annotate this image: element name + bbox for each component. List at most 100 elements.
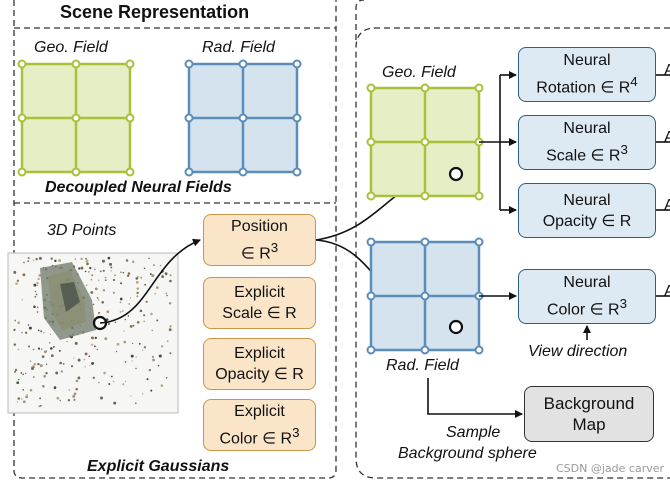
point-cloud-dot <box>39 364 43 368</box>
point-cloud-dot <box>109 262 112 266</box>
neural-color-box: Neural Color ∈ R3 <box>518 269 656 324</box>
point-cloud-dot <box>73 392 77 396</box>
point-cloud-dot <box>121 310 124 312</box>
neural-scale-line1: Neural <box>563 120 611 138</box>
point-cloud-dot <box>148 369 151 372</box>
explicit-opacity-box: Explicit Opacity ∈ R <box>203 338 316 390</box>
point-cloud-dot <box>130 354 134 358</box>
point-cloud-dot <box>113 401 117 405</box>
point-cloud-dot <box>151 355 154 358</box>
point-cloud-dot <box>98 381 100 384</box>
point-cloud-dot <box>78 267 81 270</box>
point-cloud-dot <box>131 360 133 362</box>
point-cloud-dot <box>73 357 75 359</box>
truncated-a-4: A <box>664 283 670 300</box>
point-cloud-dot <box>135 280 139 284</box>
point-cloud-dot <box>55 371 59 375</box>
view-direction-label: View direction <box>528 343 628 360</box>
point-cloud-dot <box>156 319 159 322</box>
point-cloud-dot <box>90 291 94 294</box>
explicit-opacity-line1: Explicit <box>234 345 285 362</box>
point-cloud-dot <box>166 294 168 297</box>
point-cloud-dot <box>156 286 159 289</box>
point-cloud-dot <box>26 393 28 396</box>
position-box: Position ∈ R3 <box>203 214 316 266</box>
background-map-box: Background Map <box>524 386 654 442</box>
point-cloud-dot <box>52 345 55 348</box>
point-cloud-dot <box>27 260 30 262</box>
point-cloud-dot <box>91 274 94 277</box>
point-cloud-dot <box>85 257 87 260</box>
point-cloud-dot <box>151 274 155 278</box>
sample-label: Sample <box>446 424 501 441</box>
point-cloud-dot <box>84 352 88 356</box>
point-cloud-dot <box>168 301 172 305</box>
point-cloud-dot <box>22 389 25 391</box>
background-map-line2: Map <box>572 415 606 434</box>
left-rad-field-grid <box>184 59 302 177</box>
point-cloud-dot <box>33 363 36 366</box>
point-cloud-dot <box>20 372 23 374</box>
point-cloud-dot <box>88 355 91 358</box>
point-cloud-dot <box>84 270 87 273</box>
point-cloud-dot <box>17 321 21 325</box>
point-cloud-dot <box>92 376 95 379</box>
neural-opacity-line2: Opacity ∈ R <box>542 212 632 230</box>
point-cloud-dot <box>16 381 19 384</box>
point-cloud-dot <box>94 345 96 348</box>
point-cloud-dot <box>36 306 39 308</box>
point-cloud-dot <box>28 326 32 330</box>
point-cloud-dot <box>96 348 98 351</box>
point-cloud-dot <box>14 370 17 373</box>
point-cloud-dot <box>169 279 172 283</box>
point-cloud-dot <box>134 402 137 405</box>
point-cloud-dot <box>77 376 81 380</box>
decoupled-neural-fields-label: Decoupled Neural Fields <box>45 179 232 196</box>
point-cloud-dot <box>90 278 93 281</box>
point-cloud-dot <box>21 398 23 400</box>
right-geo-field-label: Geo. Field <box>382 64 456 81</box>
point-cloud-dot <box>124 318 127 321</box>
point-cloud-dot <box>22 273 26 277</box>
point-cloud-dot <box>132 324 135 327</box>
point-cloud-dot <box>59 361 62 365</box>
point-cloud-dot <box>165 292 167 294</box>
point-cloud-dot <box>126 274 130 277</box>
point-cloud-dot <box>100 396 103 400</box>
point-cloud-dot <box>96 297 99 299</box>
point-cloud-dot <box>22 400 26 404</box>
point-cloud-dot <box>104 337 108 340</box>
point-cloud-dot <box>124 361 127 363</box>
point-cloud-dot <box>13 343 16 346</box>
point-cloud-dot <box>104 276 107 279</box>
point-cloud-dot <box>125 259 129 262</box>
point-cloud-dot <box>136 287 139 290</box>
point-cloud-dot <box>13 270 17 274</box>
point-cloud-dot <box>143 320 145 323</box>
truncated-a-2: A <box>664 129 670 146</box>
point-cloud-dot <box>116 342 120 346</box>
point-cloud-dot <box>60 370 63 373</box>
neural-rotation-line1: Neural <box>563 52 611 70</box>
point-cloud-dot <box>14 368 18 372</box>
point-cloud-dot <box>104 279 107 282</box>
point-cloud-dot <box>130 395 132 397</box>
point-cloud-dot <box>86 262 89 266</box>
explicit-scale-line1: Explicit <box>234 284 285 301</box>
point-cloud-dot <box>153 264 155 266</box>
point-cloud-dot <box>128 303 131 305</box>
point-cloud-dot <box>53 386 57 389</box>
point-cloud-dot <box>112 380 115 383</box>
point-cloud-dot <box>43 331 45 334</box>
point-cloud-dot <box>50 347 53 350</box>
position-box-line1: Position <box>231 217 288 235</box>
explicit-color-line2: Color ∈ R3 <box>219 424 300 448</box>
point-cloud-dot <box>119 301 122 304</box>
point-cloud-dot <box>38 405 41 408</box>
explicit-gaussians-label: Explicit Gaussians <box>87 458 230 475</box>
point-cloud-dot <box>34 296 37 298</box>
point-cloud-dot <box>107 322 110 325</box>
point-cloud-dot <box>145 300 148 303</box>
neural-rotation-box: Neural Rotation ∈ R4 <box>518 47 656 102</box>
